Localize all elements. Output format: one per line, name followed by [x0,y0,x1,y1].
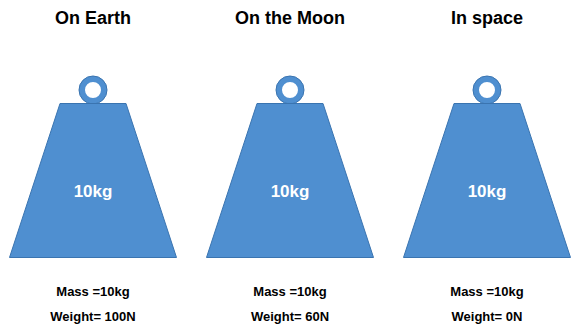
weight-body [404,104,571,258]
quantity-label: Mass =10kg [253,284,326,299]
weight-body [10,104,177,258]
column-heading: On the Moon [235,8,345,29]
ring-outline [473,76,501,104]
quantity-label: Weight= 100N [50,309,135,324]
mass-label: 10kg [271,182,310,202]
weight-ring [82,79,104,101]
weight-outline [9,103,177,258]
mass-label: 10kg [74,182,113,202]
weight-block: 10kg [9,103,177,258]
column-heading: In space [451,8,523,29]
weight-block: 10kg [206,103,374,258]
mass-label: 10kg [468,182,507,202]
column-heading: On Earth [55,8,131,29]
weight-ring [476,79,498,101]
weight-outline [206,103,374,258]
weight-text-holder: 10kg [403,103,571,258]
quantity-label: Mass =10kg [450,284,523,299]
ring-outline [79,76,107,104]
weight-body [207,104,374,258]
quantity-label: Weight= 60N [251,309,329,324]
ring-outline [276,76,304,104]
weight-ring [279,79,301,101]
quantity-label: Weight= 0N [452,309,523,324]
weight-outline [403,103,571,258]
weight-text-holder: 10kg [9,103,177,258]
weight-block: 10kg [403,103,571,258]
weight-text-holder: 10kg [206,103,374,258]
quantity-label: Mass =10kg [56,284,129,299]
